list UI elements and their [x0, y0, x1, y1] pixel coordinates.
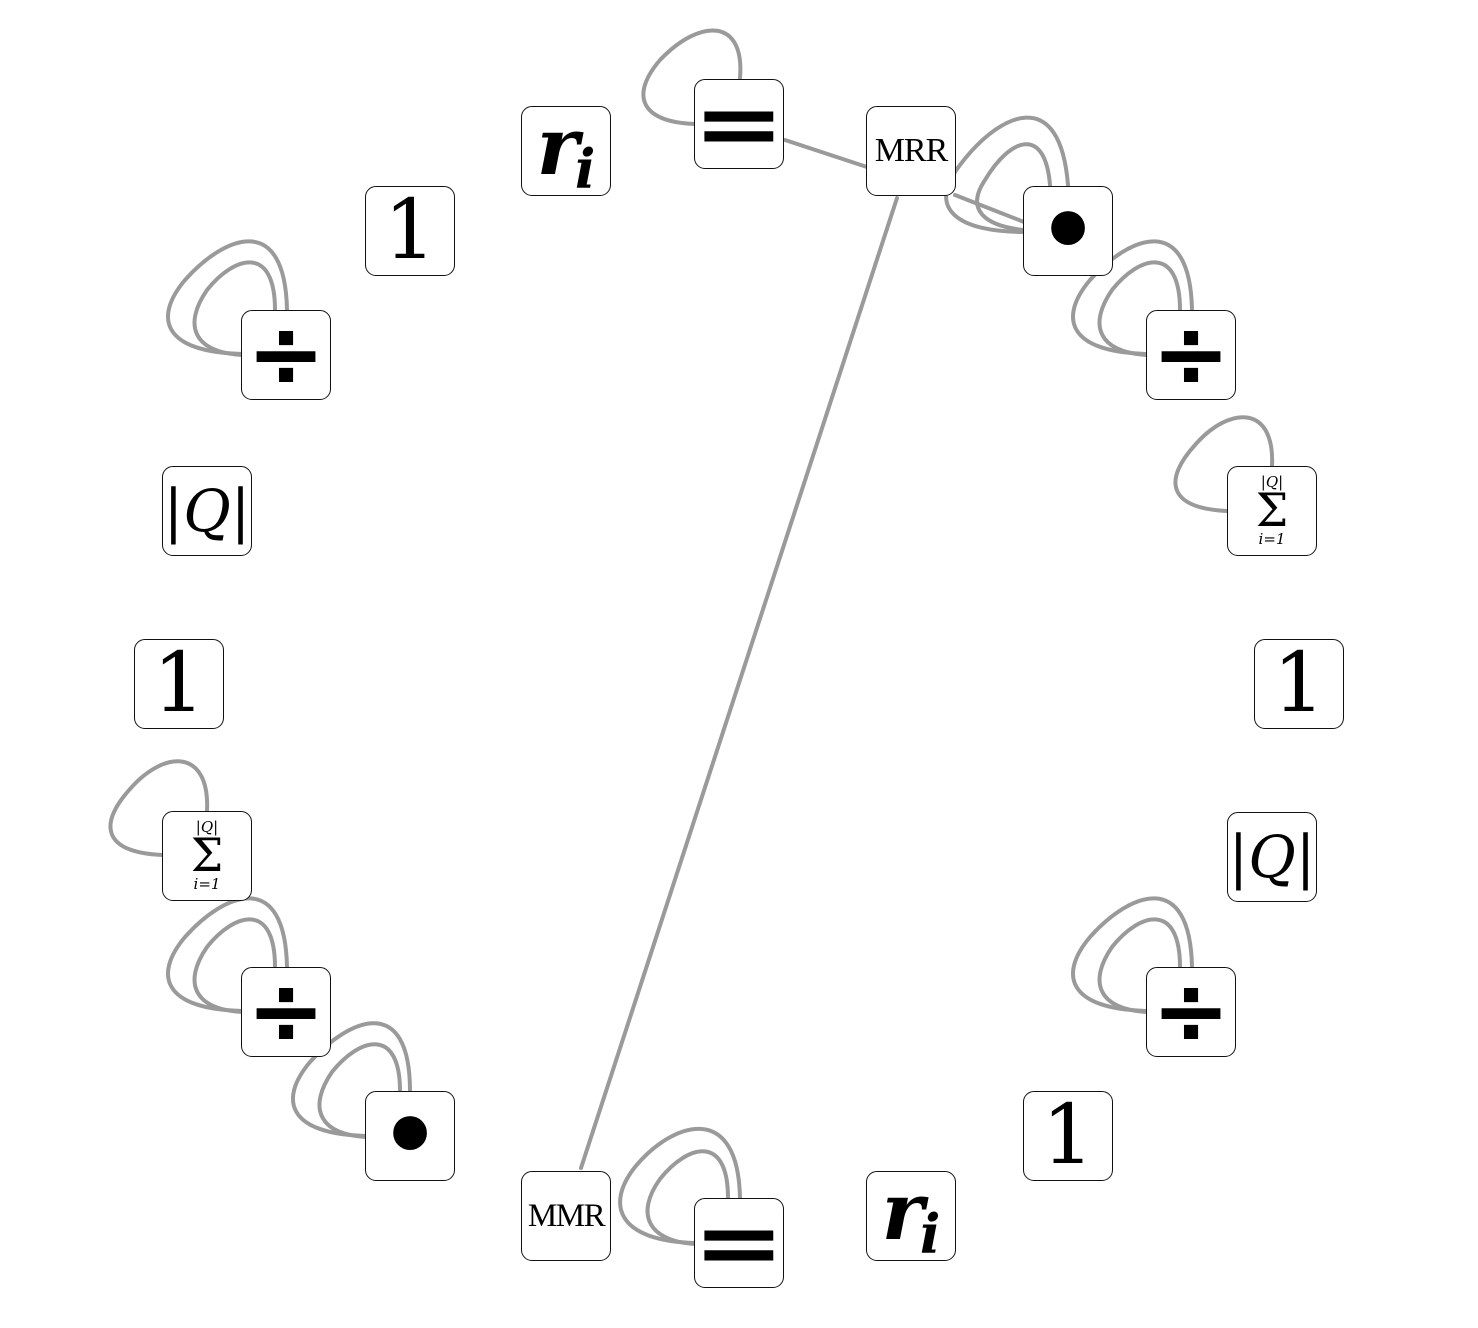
edge-mrr-to-dot [953, 193, 1026, 224]
loop-div-rt-a [1071, 239, 1194, 356]
abs-bar-left: | [163, 477, 184, 545]
loop-div-lt-b [192, 260, 277, 357]
one-symbol: 1 [383, 186, 437, 276]
edge-mrr-to-mmr [579, 196, 899, 1170]
equals-symbol: = [694, 1198, 784, 1288]
loop-sum-left [108, 759, 210, 857]
q-symbol: Q [183, 477, 231, 545]
node-one-right-bottom: 1 [1023, 1091, 1113, 1181]
node-mmr: MMR [521, 1171, 611, 1261]
abs-bar-left: | [1228, 823, 1249, 891]
r-symbol: r [881, 1171, 924, 1258]
loop-div-rt-b [1097, 260, 1182, 357]
loop-sum-right [1173, 415, 1275, 513]
q-symbol: Q [1248, 823, 1296, 891]
node-one-left: 1 [134, 639, 224, 729]
loop-div-lb-a [166, 896, 289, 1013]
loop-mrr-b [975, 142, 1052, 232]
mrr-label: MRR [874, 132, 949, 169]
sigma-symbol: Σ [1255, 483, 1289, 538]
sigma-symbol: Σ [190, 828, 224, 883]
divide-symbol: ÷ [246, 310, 326, 400]
node-q-right: |Q| [1227, 812, 1317, 902]
i-subscript: i [574, 137, 596, 196]
node-divide-right-top: ÷ [1146, 310, 1236, 400]
sum-lower-limit: i=1 [1258, 529, 1286, 548]
node-q-left: |Q| [162, 466, 252, 556]
r-symbol: r [536, 106, 579, 193]
node-one-left-top: 1 [365, 186, 455, 276]
loop-eq-bottom-b [645, 1149, 730, 1246]
loop-eq-bottom-a [618, 1126, 742, 1245]
node-dot-top: • [1023, 186, 1113, 276]
sum-lower-limit: i=1 [193, 874, 221, 893]
node-divide-left-bottom: ÷ [241, 967, 331, 1057]
dot-symbol: • [1037, 186, 1099, 276]
loop-dot-bottom-b [317, 1042, 402, 1139]
abs-bar-right: | [230, 477, 251, 545]
divide-symbol: ÷ [246, 967, 326, 1057]
mmr-label: MMR [527, 1197, 606, 1234]
loop-div-lb-b [192, 917, 277, 1014]
abs-bar-right: | [1295, 823, 1316, 891]
divide-symbol: ÷ [1151, 310, 1231, 400]
node-mrr: MRR [866, 106, 956, 196]
one-symbol: 1 [1272, 639, 1326, 729]
node-equals-top: = [694, 79, 784, 169]
divide-symbol: ÷ [1151, 967, 1231, 1057]
edge-eq-to-mrr [783, 138, 869, 169]
dot-symbol: • [379, 1091, 441, 1181]
loop-mrr-a [944, 115, 1070, 234]
node-sum-right: |Q| Σ i=1 [1227, 466, 1317, 556]
loop-eq-top [641, 28, 743, 126]
node-r-i-top: ri [521, 106, 611, 196]
node-equals-bottom: = [694, 1198, 784, 1288]
sum-upper-limit: |Q| [1260, 473, 1284, 492]
loop-div-lt-a [166, 239, 289, 356]
node-r-i-bottom: ri [866, 1171, 956, 1261]
loop-div-rb-a [1071, 896, 1194, 1013]
loop-dot-bottom-a [291, 1021, 412, 1138]
node-divide-right-bottom: ÷ [1146, 967, 1236, 1057]
loop-div-rb-b [1097, 917, 1182, 1014]
one-symbol: 1 [152, 639, 206, 729]
one-symbol: 1 [1041, 1091, 1095, 1181]
node-sum-left: |Q| Σ i=1 [162, 811, 252, 901]
sum-upper-limit: |Q| [195, 818, 219, 837]
node-one-right: 1 [1254, 639, 1344, 729]
i-subscript: i [919, 1202, 941, 1261]
node-divide-left-top: ÷ [241, 310, 331, 400]
equals-symbol: = [694, 79, 784, 169]
node-dot-bottom: • [365, 1091, 455, 1181]
